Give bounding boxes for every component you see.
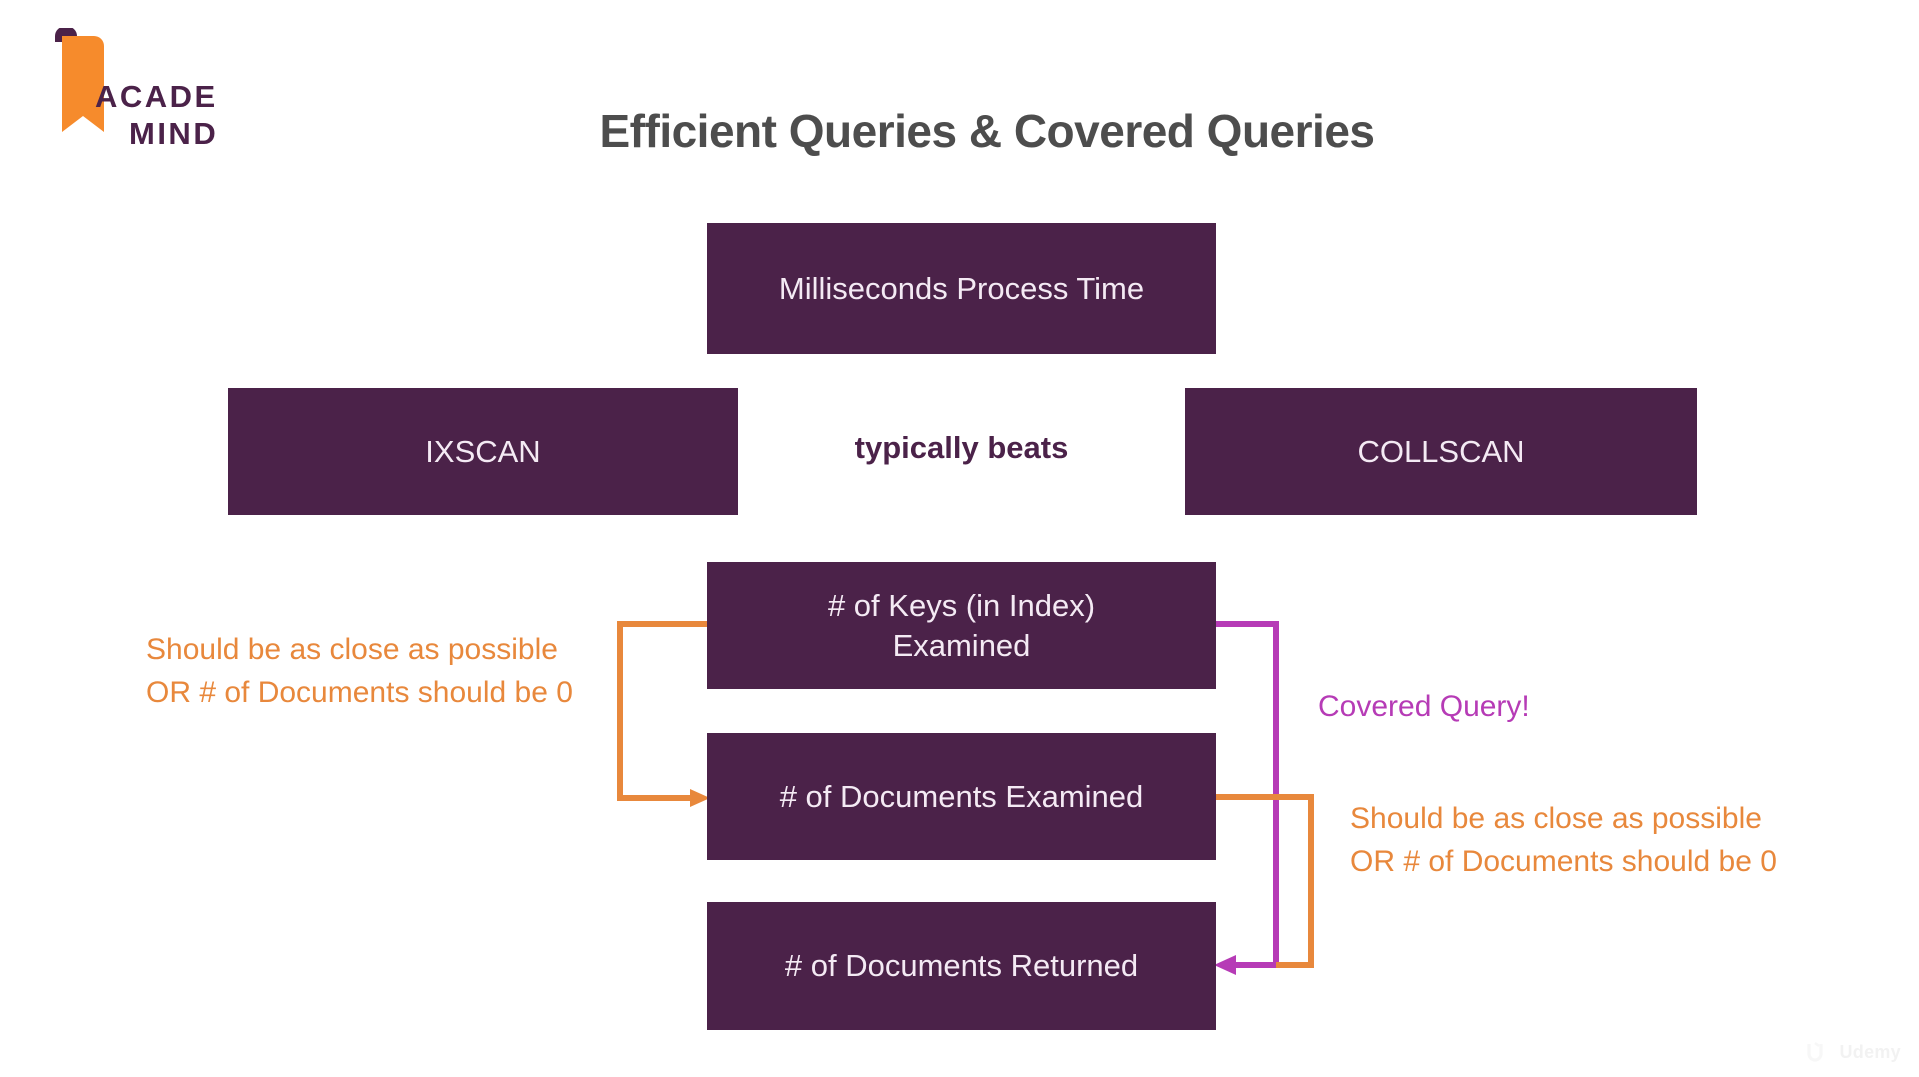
logo-line-1: ACADE — [95, 79, 218, 114]
udemy-logo-icon — [1807, 1041, 1824, 1062]
box-ixscan[interactable]: IXSCAN — [228, 388, 738, 515]
academind-logo: ACADE MIND — [48, 28, 278, 151]
annotation-left: Should be as close as possible OR # of D… — [146, 633, 573, 709]
connector-docs-examined-to-returned — [1216, 794, 1314, 968]
box-documents-returned[interactable]: # of Documents Returned — [707, 902, 1216, 1030]
box-label: Milliseconds Process Time — [778, 270, 1145, 306]
udemy-watermark: Udemy — [1806, 1041, 1901, 1063]
logo-line-2: MIND — [129, 116, 219, 151]
connector-keys-to-docs-examined — [617, 621, 707, 801]
comparator-label: typically beats — [854, 430, 1069, 465]
box-milliseconds-process-time[interactable]: Milliseconds Process Time — [707, 223, 1216, 354]
udemy-watermark-label: Udemy — [1839, 1041, 1901, 1062]
box-label: # of Keys (in Index) Examined — [827, 587, 1096, 663]
academind-bookmark-icon — [55, 28, 104, 132]
box-collscan[interactable]: COLLSCAN — [1185, 388, 1697, 515]
box-keys-examined[interactable]: # of Keys (in Index) Examined — [707, 562, 1216, 689]
box-label: # of Documents Returned — [784, 948, 1139, 983]
box-label: COLLSCAN — [1357, 433, 1525, 469]
annotation-right: Should be as close as possible OR # of D… — [1350, 802, 1777, 878]
connector-arrowhead-magenta — [1214, 955, 1236, 975]
annotation-covered-query: Covered Query! — [1318, 690, 1530, 723]
slide-title: Efficient Queries & Covered Queries — [0, 104, 1919, 158]
box-documents-examined[interactable]: # of Documents Examined — [707, 733, 1216, 860]
box-label: IXSCAN — [425, 433, 541, 469]
slide-title-text: Efficient Queries & Covered Queries — [599, 105, 1376, 157]
box-label: # of Documents Examined — [779, 778, 1144, 814]
academind-wordmark: ACADE MIND — [95, 78, 285, 152]
connector-keys-to-docs-returned — [1216, 621, 1279, 968]
